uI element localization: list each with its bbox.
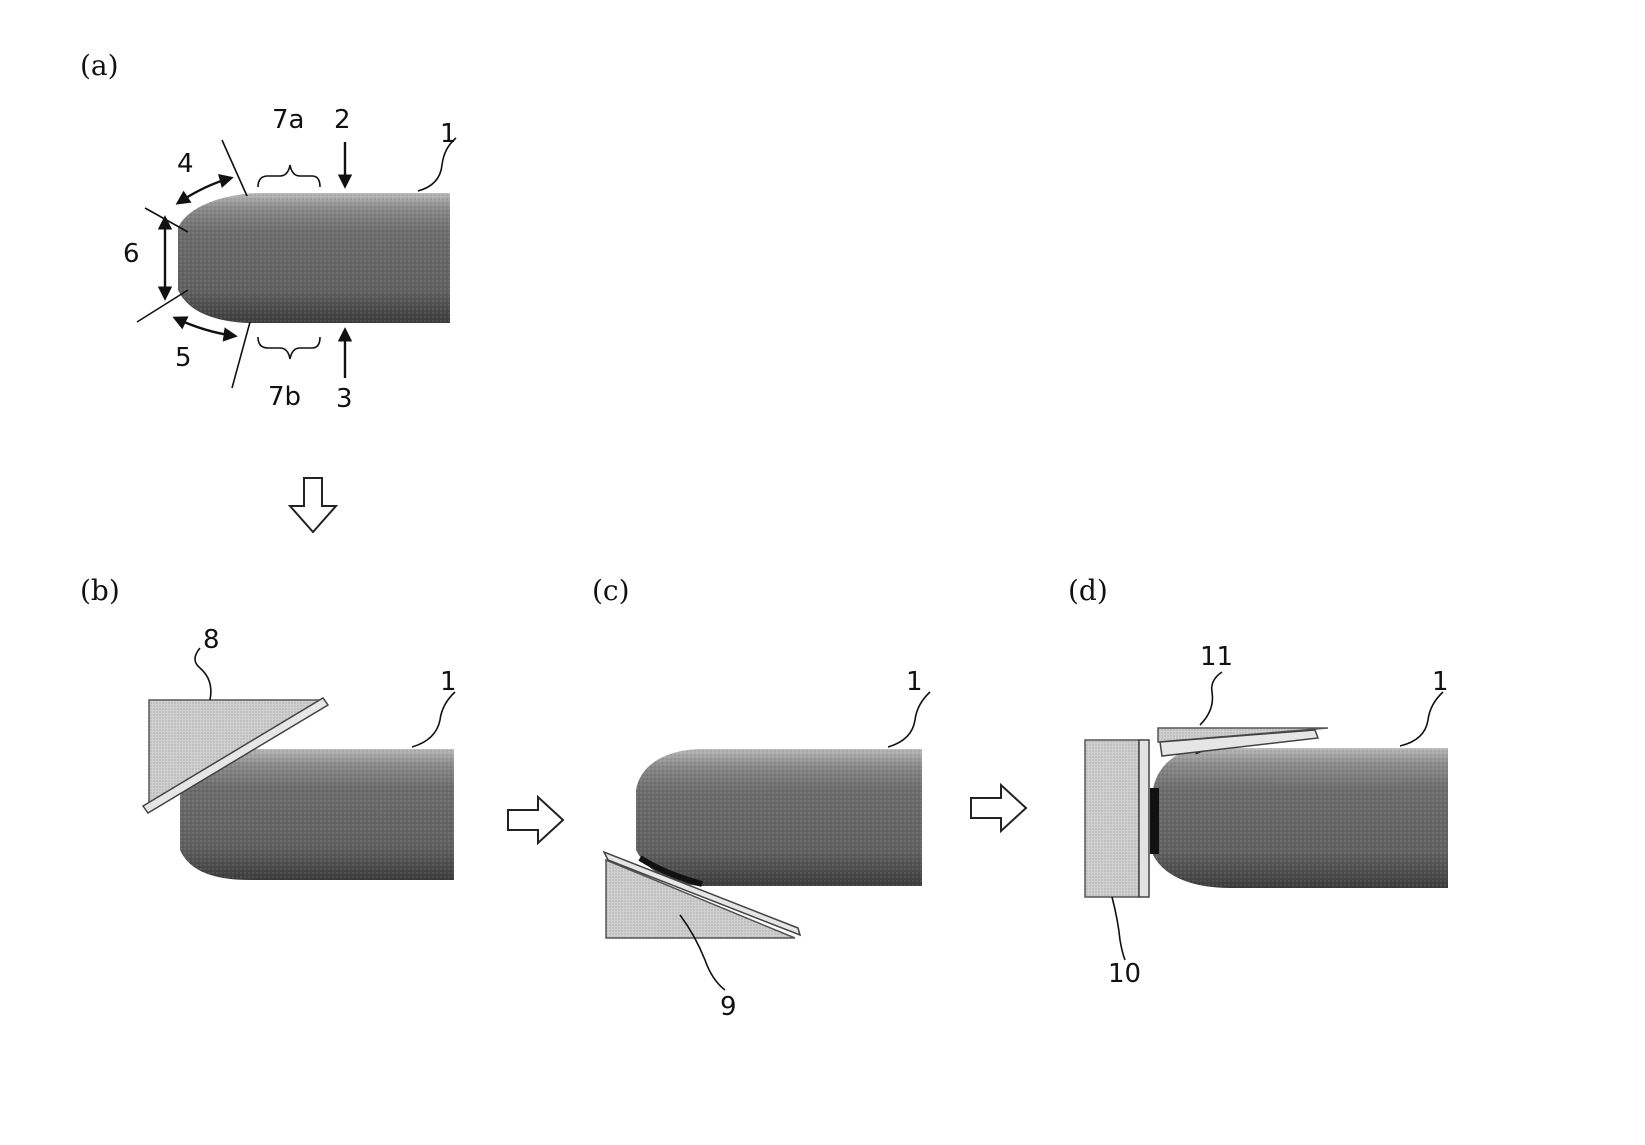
tool-8-leader — [195, 648, 211, 700]
right-arrow-icon-2 — [971, 785, 1026, 831]
callout-3: 3 — [336, 384, 353, 414]
lower-bevel-boundary-line — [232, 322, 250, 388]
tool-11-leader — [1200, 672, 1222, 725]
callout-9: 9 — [720, 992, 737, 1022]
substrate-edge-c — [636, 749, 922, 886]
callout-10: 10 — [1108, 959, 1141, 989]
lower-bevel-arrow — [175, 318, 235, 336]
substrate-edge-d — [1153, 748, 1448, 888]
substrate-edge-a — [178, 193, 450, 323]
callout-11: 11 — [1200, 642, 1233, 672]
callout-1-b: 1 — [440, 667, 457, 697]
upper-front-boundary-line — [145, 208, 188, 232]
right-arrow-icon-1 — [508, 797, 563, 843]
lower-flat-brace — [258, 337, 320, 359]
callout-4: 4 — [177, 149, 194, 179]
tool-10-leader — [1112, 897, 1125, 960]
callout-1-a: 1 — [440, 119, 457, 149]
lower-front-boundary-line — [137, 290, 188, 322]
upper-flat-brace — [258, 165, 320, 187]
substrate-leader-c — [888, 692, 930, 747]
callout-7a: 7a — [272, 105, 304, 135]
panel-label-b: (b) — [80, 574, 120, 607]
substrate-leader-d — [1400, 692, 1443, 746]
down-arrow-icon — [290, 478, 336, 532]
callout-5: 5 — [175, 343, 192, 373]
callout-2: 2 — [334, 105, 351, 135]
substrate-leader-b — [412, 692, 455, 747]
callout-1-c: 1 — [906, 667, 923, 697]
callout-6: 6 — [123, 239, 140, 269]
callout-8: 8 — [203, 625, 220, 655]
panel-label-c: (c) — [592, 574, 630, 607]
polished-end-face-d — [1150, 788, 1159, 854]
end-face-polishing-tool-10 — [1085, 740, 1149, 897]
callout-7b: 7b — [268, 382, 301, 412]
upper-bevel-boundary-line — [222, 140, 247, 196]
panel-label-d: (d) — [1068, 574, 1108, 607]
callout-1-d: 1 — [1432, 667, 1449, 697]
panel-label-a: (a) — [80, 49, 119, 82]
